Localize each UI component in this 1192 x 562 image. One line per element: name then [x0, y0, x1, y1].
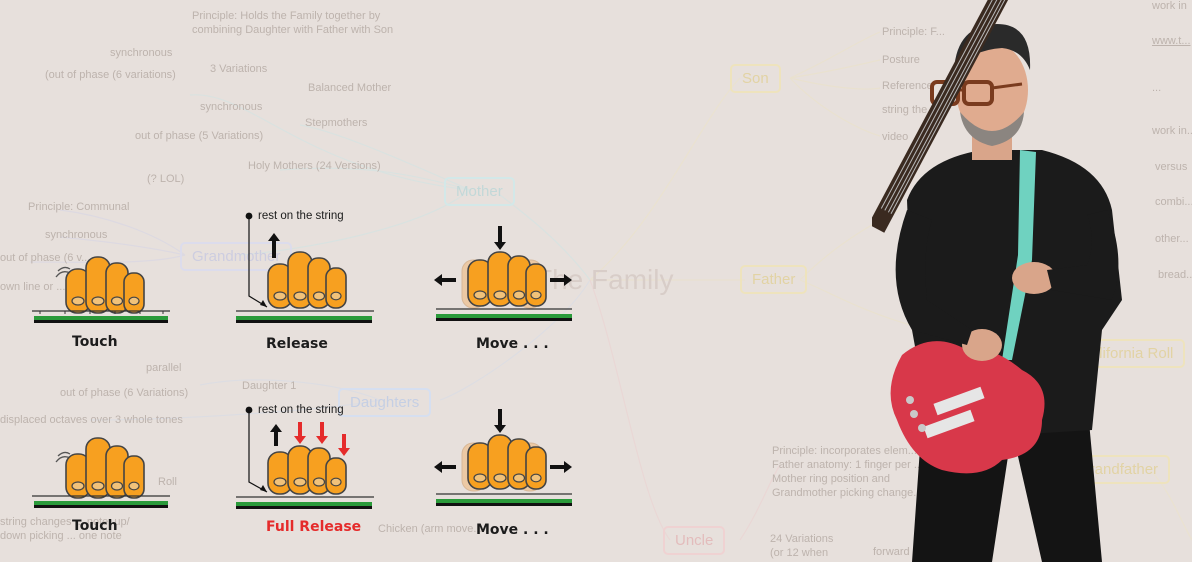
mm-label: displaced octaves over 3 whole tones: [0, 414, 183, 426]
mm-label: Roll: [158, 476, 177, 488]
mm-node-daughters: Daughters: [338, 388, 432, 417]
mm-label: combining Daughter with Father with Son: [192, 24, 394, 36]
mm-label: Principle: incorporates elem...: [772, 445, 917, 457]
hand-move-icon: [434, 409, 572, 506]
mm-label: Stepmothers: [305, 117, 368, 129]
mm-label: Father anatomy: 1 finger per ...: [772, 459, 924, 471]
hand-release-icon: [236, 212, 374, 323]
mm-label: bread...: [1158, 269, 1192, 281]
mm-label: Posture: [882, 54, 920, 66]
mm-label: Reference: [882, 80, 933, 92]
caption-touch-2: Touch: [72, 518, 118, 534]
mm-label: Holy Mothers (24 Versions): [248, 160, 381, 172]
mm-label: Chicken (arm move...: [378, 523, 483, 535]
mm-node-son: Son: [730, 64, 781, 93]
mm-node-mother: Mother: [444, 177, 515, 206]
diagram-full-release: [234, 402, 384, 552]
mm-label: work in: [1152, 0, 1187, 12]
mm-label: out of phase (6 v...: [0, 252, 91, 264]
mm-node-uncle: Uncle: [663, 526, 726, 555]
mm-label: ...: [1152, 82, 1162, 94]
mm-label: string changes ... note: up/: [0, 516, 130, 528]
mm-label: out of phase (5 Variations): [135, 130, 264, 142]
mm-label: (? LOL): [147, 173, 185, 185]
mm-label: down picking ... one note: [0, 530, 122, 542]
mm-label: synchronous: [110, 47, 173, 59]
mm-label: (out of phase (6 variations): [45, 69, 176, 81]
mm-label: www.t...: [1152, 35, 1191, 47]
caption-release: Release: [266, 336, 328, 352]
mm-label: Principle: F...: [882, 26, 945, 38]
mm-label: out of phase (6 Variations): [60, 387, 189, 399]
mm-label: Principle: Holds the Family together by: [192, 10, 381, 22]
diagram-touch-1: [30, 245, 180, 395]
mm-label: own line or ...: [0, 281, 66, 293]
guitarist-photo: [872, 0, 1122, 562]
mm-label: string the...: [882, 104, 937, 116]
mm-label: combi...: [1155, 196, 1192, 208]
mm-label: Grandmother picking change...: [772, 487, 923, 499]
mm-label: Daughter 1: [242, 380, 297, 392]
mm-label: 24 Variations: [770, 533, 834, 545]
mm-label: Principle: Communal: [28, 201, 130, 213]
note-rest-on-string-1: rest on the string: [258, 210, 344, 222]
mm-label: work in...: [1152, 125, 1192, 137]
mm-label: Balanced Mother: [308, 82, 392, 94]
diagram-touch-2: [30, 430, 180, 562]
hand-move-icon: [434, 226, 572, 321]
caption-touch-1: Touch: [72, 334, 118, 350]
mm-label: synchronous: [200, 101, 263, 113]
note-rest-on-string-2: rest on the string: [258, 404, 344, 416]
diagram-release: [234, 208, 384, 358]
hand-touch-icon: [32, 256, 170, 323]
mm-label: 3 Variations: [210, 63, 268, 75]
mm-label: parallel: [146, 362, 182, 374]
mm-label: other...: [1155, 233, 1189, 245]
mm-node-father: Father: [740, 265, 808, 294]
caption-full-release: Full Release: [266, 519, 362, 535]
mm-label: Mother ring position and: [772, 473, 891, 485]
caption-move-2: Move . . .: [476, 522, 549, 538]
mm-label: forward: [873, 546, 910, 558]
caption-move-1: Move . . .: [476, 336, 549, 352]
mm-label: video: [882, 131, 909, 143]
hand-full-release-icon: [236, 406, 374, 509]
diagram-move-2: [432, 405, 582, 555]
diagram-move-1: [432, 222, 582, 372]
mm-label: versus: [1155, 161, 1188, 173]
hand-touch-icon: [32, 437, 170, 508]
mm-label: (or 12 when: [770, 547, 829, 559]
mm-label: synchronous: [45, 229, 108, 241]
